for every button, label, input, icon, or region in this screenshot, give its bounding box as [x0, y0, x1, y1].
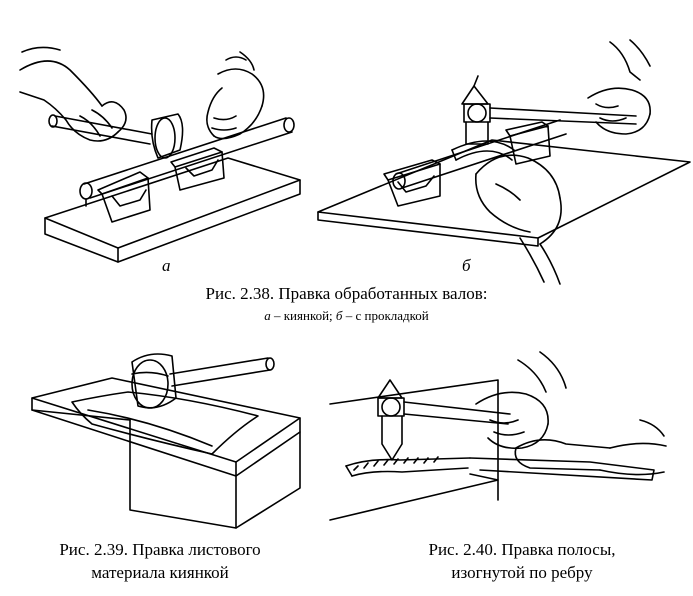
legend-letter-a: а [264, 308, 271, 323]
curved-strip-icon [345, 456, 655, 481]
figure-239-caption-line2: материала киянкой [91, 563, 229, 582]
hand-icon [587, 39, 651, 135]
hand-icon [474, 154, 562, 285]
hand-icon [514, 419, 667, 476]
hammer-icon [377, 379, 511, 461]
figure-240-caption-line2: изогнутой по ребру [451, 563, 593, 582]
hand-icon [206, 51, 265, 140]
figure-239-caption: Рис. 2.39. Правка листового материала ки… [10, 538, 310, 584]
subfigure-label-a: а [162, 256, 171, 275]
figure-239-illustration [31, 353, 301, 529]
figure-240-illustration [329, 351, 667, 521]
legend-text-b: – с прокладкой [342, 308, 429, 323]
legend-letter-b: б [335, 308, 343, 323]
mallet-icon [131, 353, 275, 409]
figure-238-legend: а – киянкой; б – с прокладкой [0, 308, 693, 324]
figure-240-caption-line1: Рис. 2.40. Правка полосы, [428, 540, 616, 559]
figure-239-caption-line1: Рис. 2.39. Правка листового [59, 540, 261, 559]
subfigure-label-b: б [462, 256, 471, 275]
shaft-icon [392, 119, 567, 190]
curved-strip-icon [451, 140, 515, 161]
figure-240-caption: Рис. 2.40. Правка полосы, изогнутой по р… [372, 538, 672, 584]
hand-icon [475, 351, 567, 450]
hand-icon [19, 46, 127, 142]
figure-238a-illustration [19, 46, 301, 263]
mallet-icon [48, 113, 184, 159]
figure-238-caption: Рис. 2.38. Правка обработанных валов: [205, 284, 488, 303]
figure-238b-illustration [317, 39, 691, 285]
v-block-icon [170, 147, 225, 191]
anvil-plate-icon [71, 391, 259, 455]
v-block-icon [97, 171, 151, 223]
shaft-icon [79, 117, 295, 207]
hammer-icon [461, 75, 637, 145]
legend-text-a: – киянкой; [270, 308, 336, 323]
